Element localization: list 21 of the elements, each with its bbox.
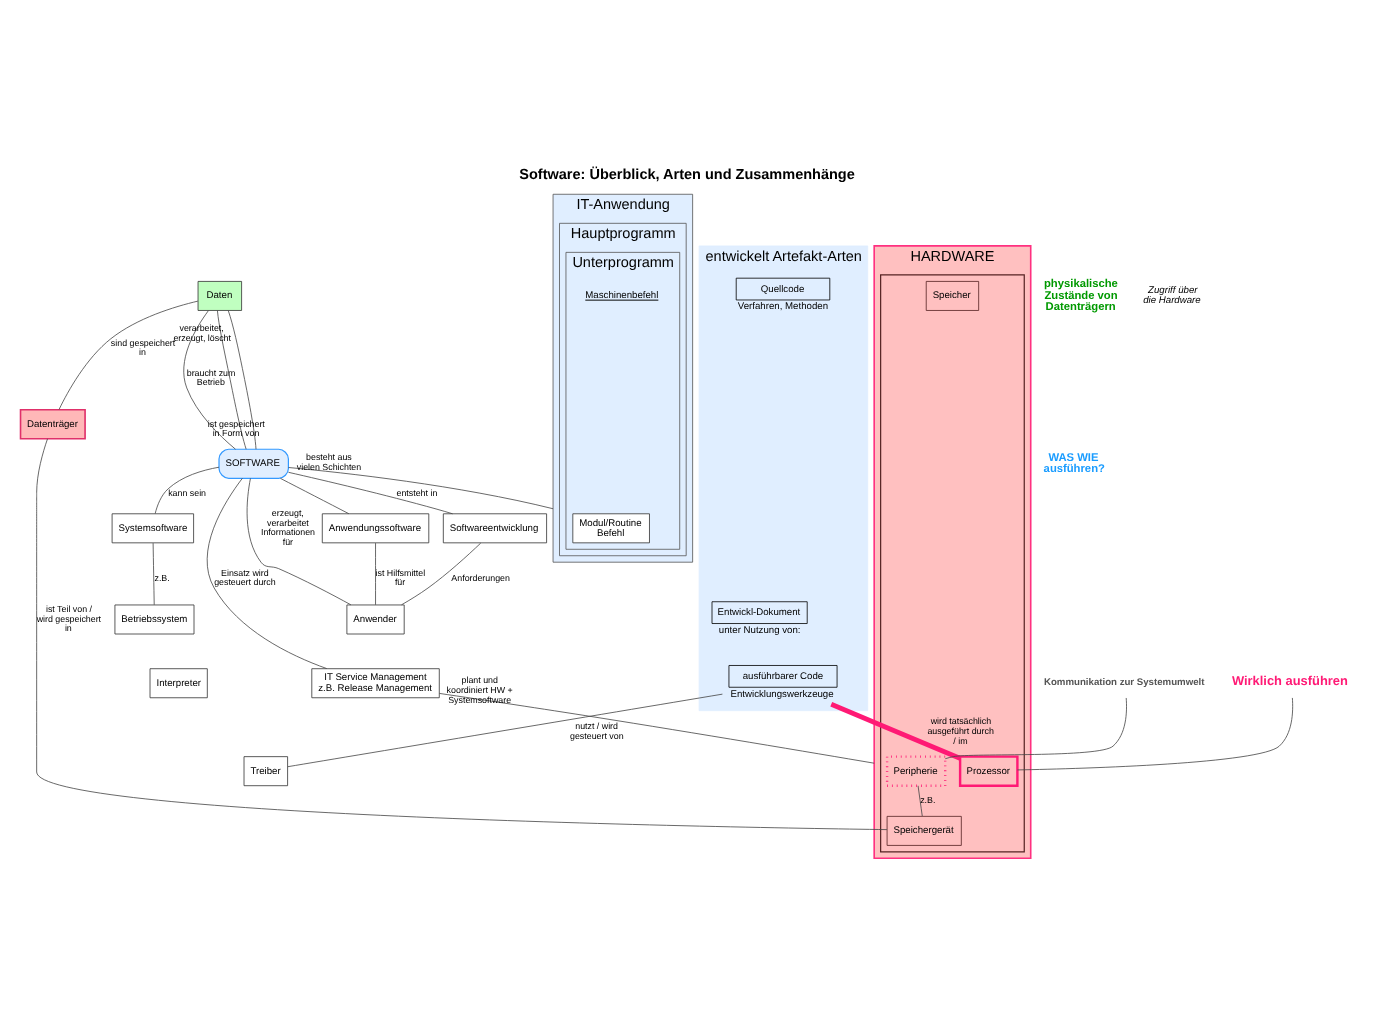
connector [917,784,923,816]
connector [287,692,723,767]
connector [401,541,482,605]
connector [152,541,155,605]
connector [830,701,961,760]
connector [288,470,453,514]
connector [1017,696,1294,770]
connector [246,477,352,605]
connector [58,299,199,409]
connector [288,466,554,509]
connector [206,476,328,668]
connector [36,437,888,830]
connector [280,476,350,514]
connector [154,465,220,513]
diagram-title: Software: Überblick, Arten und Zusammenhänge [519,164,855,183]
connector [944,696,1127,759]
connector [375,541,376,605]
connector [183,309,236,449]
connector [227,309,257,449]
connector [217,309,247,449]
connector [439,692,875,763]
